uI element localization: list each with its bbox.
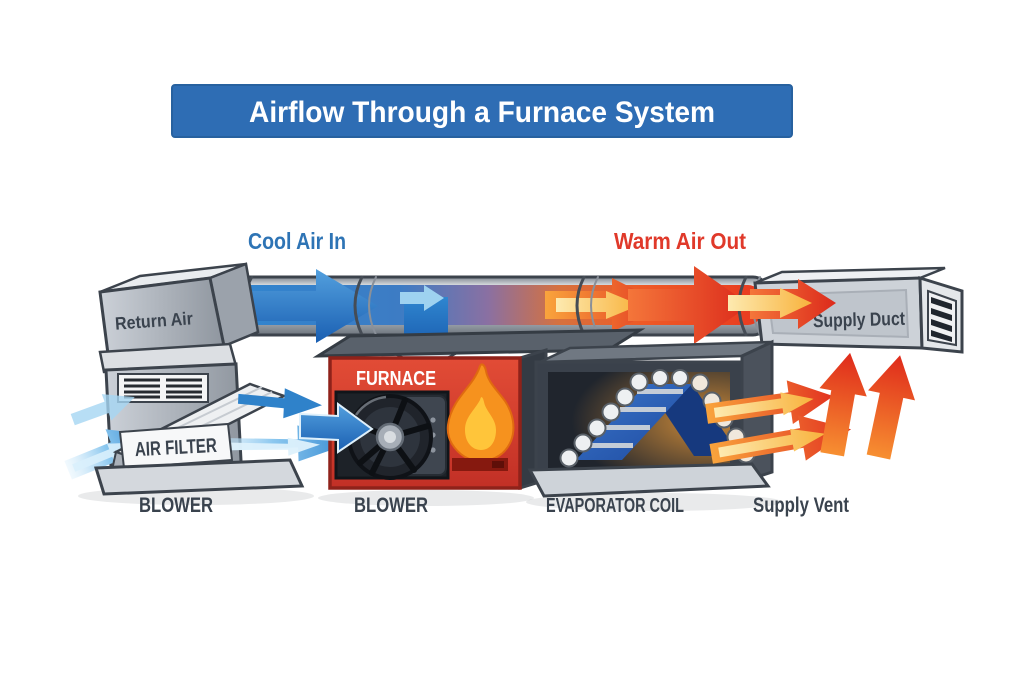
air-filter-label: AIR FILTER [134, 435, 217, 461]
filter-arrow-bottom-core [213, 437, 321, 456]
furnace-label: FURNACE [356, 368, 436, 390]
coil-tube-beads-left [559, 369, 689, 468]
title-banner: Airflow Through a Furnace System [171, 84, 793, 138]
title-banner-bg [171, 84, 793, 138]
cool-air-arrow [238, 269, 378, 343]
filter-arrow-top [237, 388, 322, 419]
vent-arrow-lower-core [718, 428, 826, 458]
fan-entry-arrow [299, 402, 374, 454]
left-base-slab [93, 458, 305, 496]
return-vent-grille-icon [117, 373, 209, 403]
coil-panel-left [576, 384, 692, 460]
caption-supply-vent: Supply Vent [753, 494, 849, 517]
supply-vent-grille-icon [927, 289, 957, 347]
flame-icon [446, 363, 515, 463]
incoming-arrow-thin [70, 394, 135, 426]
bottom-captions: BLOWER BLOWER EVAPORATOR COIL Supply Ven… [139, 494, 849, 517]
supply-entry-core [728, 288, 812, 318]
label-warm-air-out: Warm Air Out [614, 228, 746, 254]
coil-base [527, 462, 771, 498]
vent-arrow-up-1 [819, 352, 867, 457]
caption-blower-left: BLOWER [139, 494, 213, 517]
ground-shadows [78, 487, 782, 511]
vent-arrow-up-2 [866, 355, 916, 460]
caption-blower-center: BLOWER [354, 494, 428, 517]
furnace-unit: FURNACE [328, 347, 548, 491]
plenum-slab [312, 328, 646, 358]
caption-evaporator-coil: EVAPORATOR COIL [546, 495, 684, 517]
supply-duct: Supply Duct [728, 266, 964, 354]
vent-arrow-upper-core [713, 392, 814, 418]
branch-small-arrow [400, 285, 444, 311]
main-duct [206, 266, 770, 372]
coil-tube-rows [587, 389, 683, 448]
warm-air-arrow [628, 266, 750, 344]
supply-vent-arrows [705, 352, 916, 464]
air-filter-labelplate: AIR FILTER [118, 422, 234, 470]
furnace-slot-inner [492, 461, 504, 468]
page-title: Airflow Through a Furnace System [249, 96, 715, 129]
supply-duct-label: Supply Duct [813, 309, 906, 332]
label-cool-air-in: Cool Air In [248, 228, 346, 254]
coil-a-frame [559, 369, 756, 468]
blower-fan-icon [347, 394, 447, 480]
